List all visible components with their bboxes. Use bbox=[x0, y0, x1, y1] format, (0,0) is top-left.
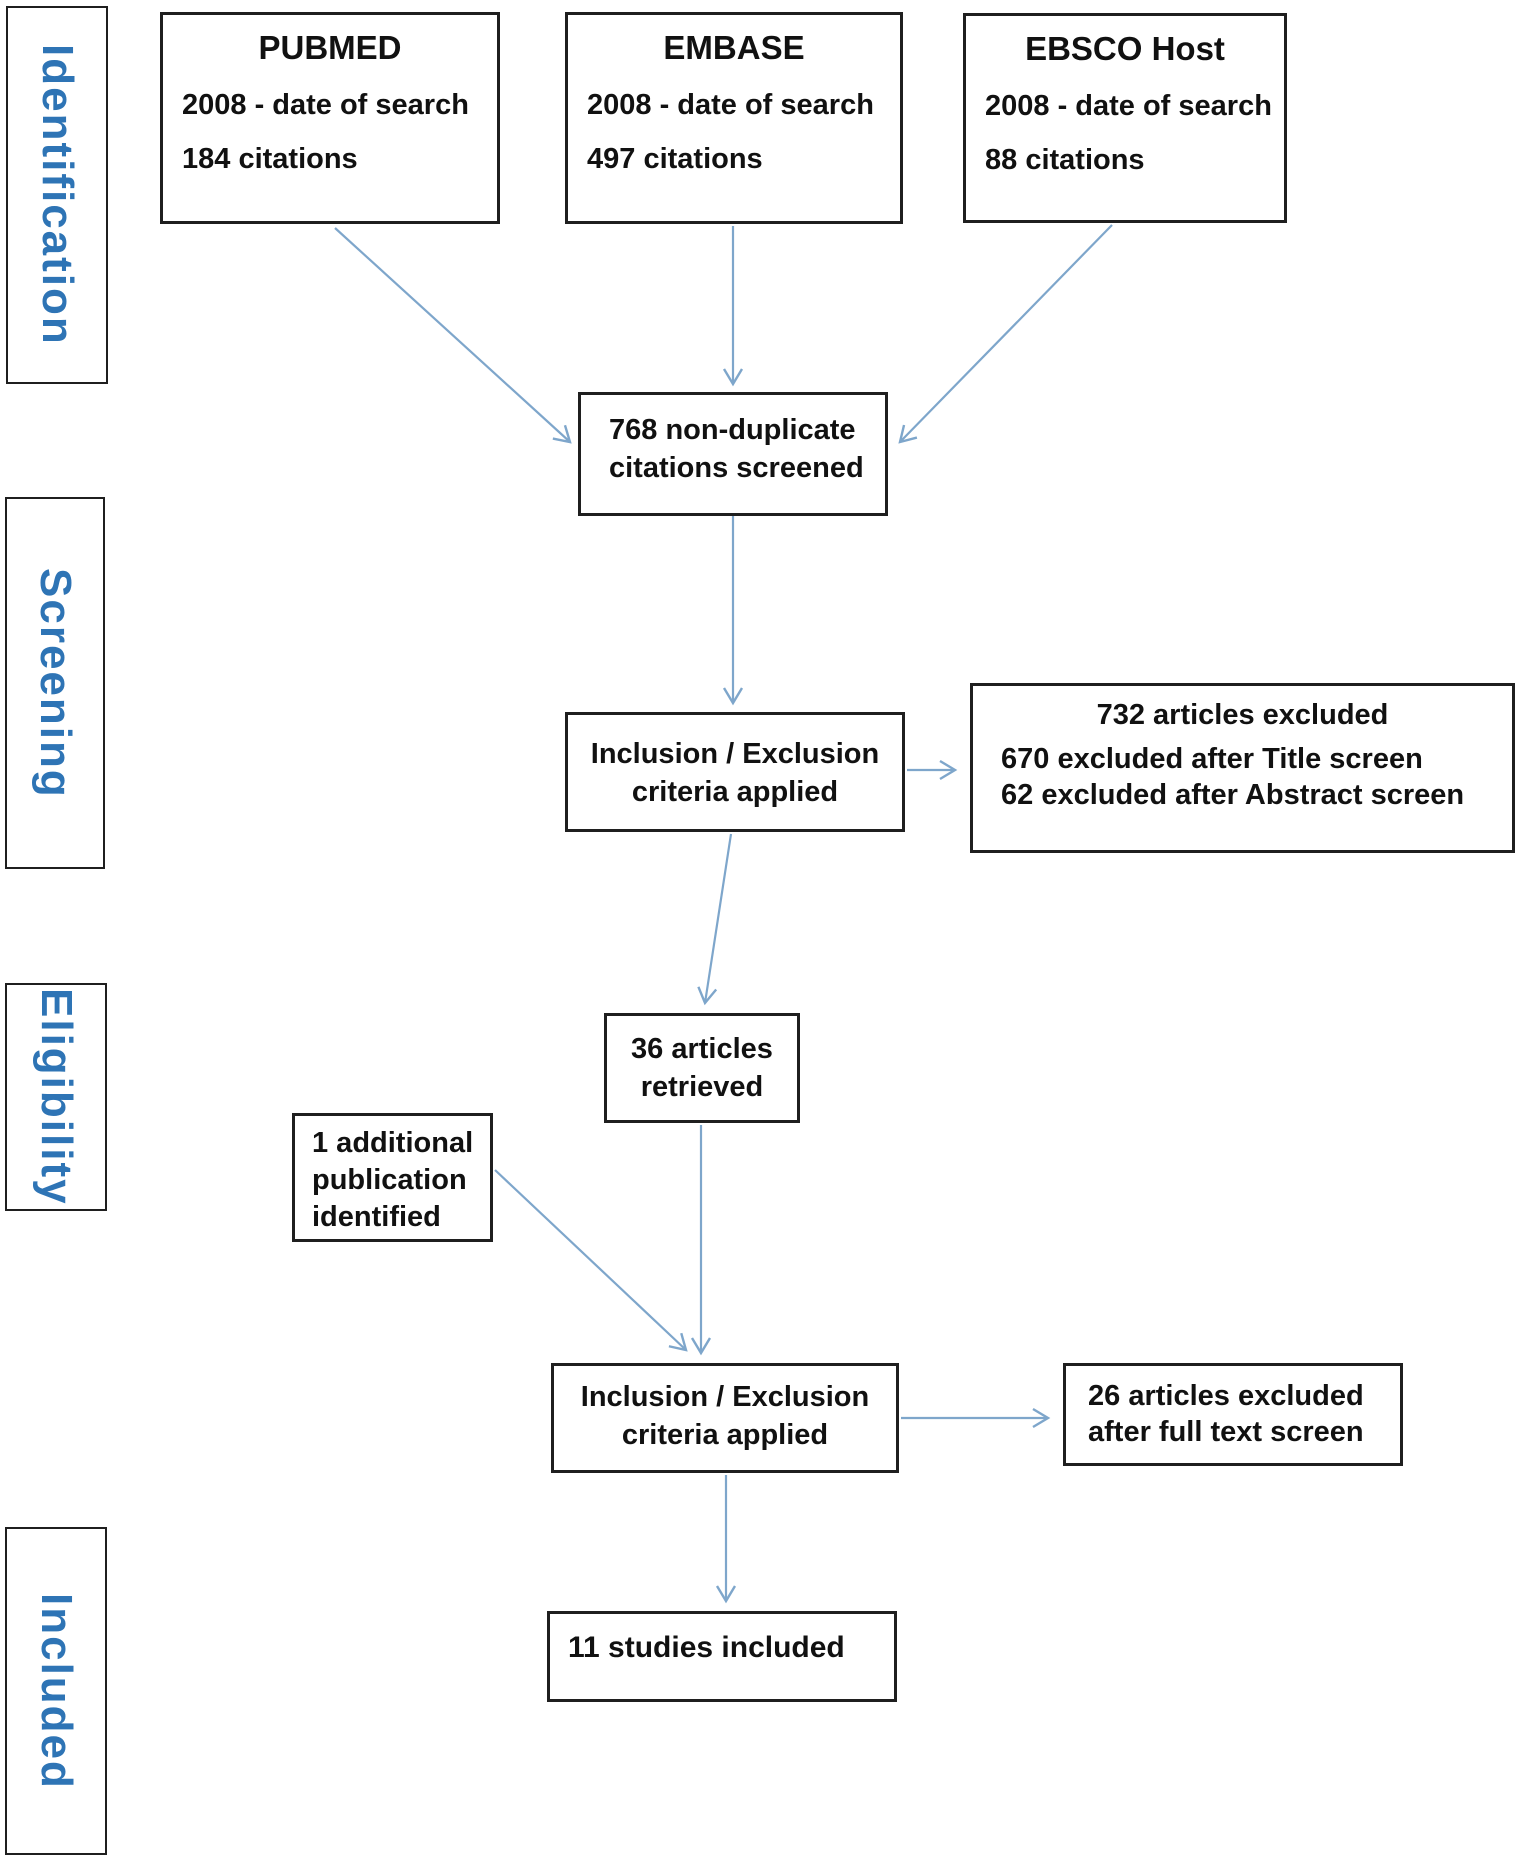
source-line: 497 citations bbox=[587, 143, 763, 175]
box-text-line: citations screened bbox=[609, 452, 864, 484]
source-line: 2008 - date of search bbox=[182, 89, 469, 121]
box-criteria-applied-eligibility: Inclusion / Exclusion criteria applied bbox=[551, 1363, 899, 1473]
arrow-additional-to-criteria2 bbox=[494, 1169, 688, 1352]
box-text-line: 62 excluded after Abstract screen bbox=[1001, 779, 1465, 811]
arrow-criteria-to-retrieved bbox=[697, 833, 733, 1006]
source-title: EBSCO Host bbox=[1025, 30, 1225, 67]
source-box-embase: EMBASE 2008 - date of search 497 citatio… bbox=[565, 12, 903, 224]
source-line: 2008 - date of search bbox=[587, 89, 874, 121]
box-studies-included: 11 studies included bbox=[547, 1611, 897, 1702]
source-line: 184 citations bbox=[182, 143, 358, 175]
box-text-line: Inclusion / Exclusion bbox=[580, 1381, 870, 1413]
source-box-ebsco: EBSCO Host 2008 - date of search 88 cita… bbox=[963, 13, 1287, 223]
stage-label-identification: Identification bbox=[33, 44, 82, 346]
stage-box-included: Included bbox=[5, 1527, 107, 1855]
box-text-line: retrieved bbox=[640, 1071, 764, 1103]
box-text-line: criteria applied bbox=[621, 1419, 829, 1451]
box-text-line: publication bbox=[312, 1164, 467, 1196]
box-text-line: 26 articles excluded bbox=[1088, 1380, 1364, 1412]
box-text-line: 670 excluded after Title screen bbox=[1001, 743, 1423, 775]
box-articles-excluded-fulltext: 26 articles excluded after full text scr… bbox=[1063, 1363, 1403, 1466]
box-text-line: Inclusion / Exclusion bbox=[590, 738, 880, 770]
source-box-pubmed: PUBMED 2008 - date of search 184 citatio… bbox=[160, 12, 500, 224]
source-line: 88 citations bbox=[985, 144, 1145, 176]
box-articles-excluded-screening: 732 articles excluded 670 excluded after… bbox=[970, 683, 1515, 853]
box-title: 732 articles excluded bbox=[1096, 699, 1389, 731]
box-non-duplicate-screened: 768 non-duplicate citations screened bbox=[578, 392, 888, 516]
arrow-pubmed-to-screened bbox=[334, 227, 572, 444]
source-line: 2008 - date of search bbox=[985, 90, 1272, 122]
box-text-line: 768 non-duplicate bbox=[609, 414, 856, 446]
box-criteria-applied-screening: Inclusion / Exclusion criteria applied bbox=[565, 712, 905, 832]
stage-label-screening: Screening bbox=[31, 567, 80, 799]
stage-label-eligibility: Eligibility bbox=[32, 988, 81, 1206]
box-text-line: after full text screen bbox=[1088, 1416, 1364, 1448]
box-text-line: criteria applied bbox=[631, 776, 839, 808]
box-text-line: 1 additional bbox=[312, 1127, 474, 1159]
box-articles-retrieved: 36 articles retrieved bbox=[604, 1013, 800, 1123]
box-text-line: 11 studies included bbox=[568, 1631, 845, 1664]
arrow-ebsco-to-screened bbox=[898, 224, 1113, 444]
stage-label-included: Included bbox=[32, 1592, 81, 1790]
stage-box-identification: Identification bbox=[6, 6, 108, 384]
box-additional-publication: 1 additional publication identified bbox=[292, 1113, 493, 1242]
source-title: EMBASE bbox=[663, 29, 805, 66]
box-text-line: 36 articles bbox=[631, 1033, 773, 1065]
source-title: PUBMED bbox=[258, 29, 402, 66]
stage-box-screening: Screening bbox=[5, 497, 105, 869]
box-text-line: identified bbox=[312, 1201, 441, 1233]
stage-box-eligibility: Eligibility bbox=[5, 983, 107, 1211]
